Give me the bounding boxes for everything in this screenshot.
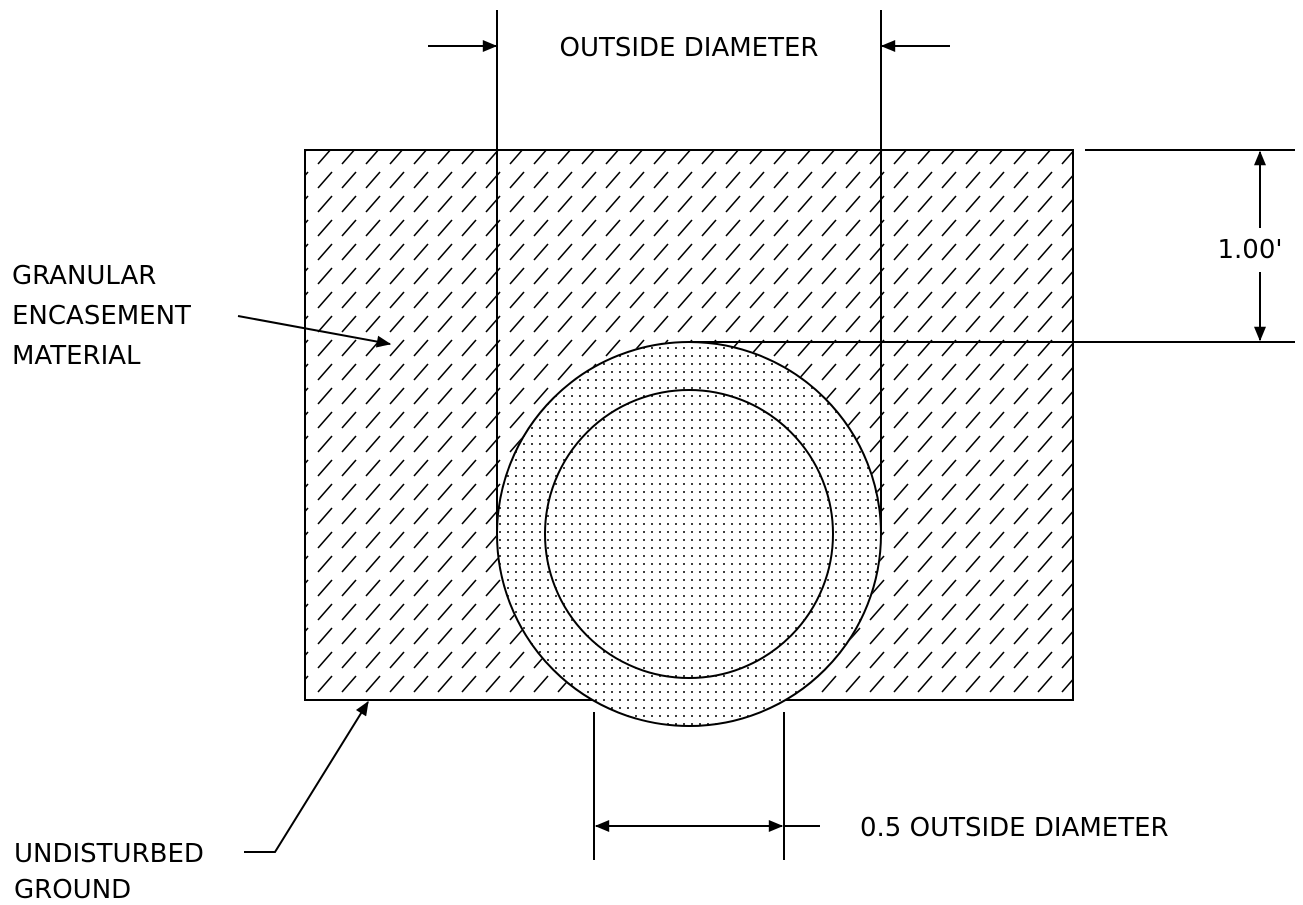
undisturbed-label-line2: GROUND <box>14 875 131 905</box>
half-diameter-label: 0.5 OUTSIDE DIAMETER <box>860 813 1169 843</box>
undisturbed-callout: UNDISTURBED GROUND <box>14 700 369 905</box>
outside-diameter-dimension: OUTSIDE DIAMETER <box>428 10 950 534</box>
half-diameter-dimension: 0.5 OUTSIDE DIAMETER <box>593 712 1169 860</box>
granular-callout: GRANULAR ENCASEMENT MATERIAL <box>12 261 392 371</box>
granular-label-line3: MATERIAL <box>12 341 141 371</box>
pipe <box>496 341 882 727</box>
undisturbed-label-line1: UNDISTURBED <box>14 839 204 869</box>
cover-depth-label: 1.00' <box>1217 235 1282 265</box>
outside-diameter-label: OUTSIDE DIAMETER <box>560 33 819 63</box>
cover-depth-dimension: 1.00' <box>1085 149 1295 342</box>
granular-label-line1: GRANULAR <box>12 261 156 291</box>
granular-label-line2: ENCASEMENT <box>12 301 191 331</box>
